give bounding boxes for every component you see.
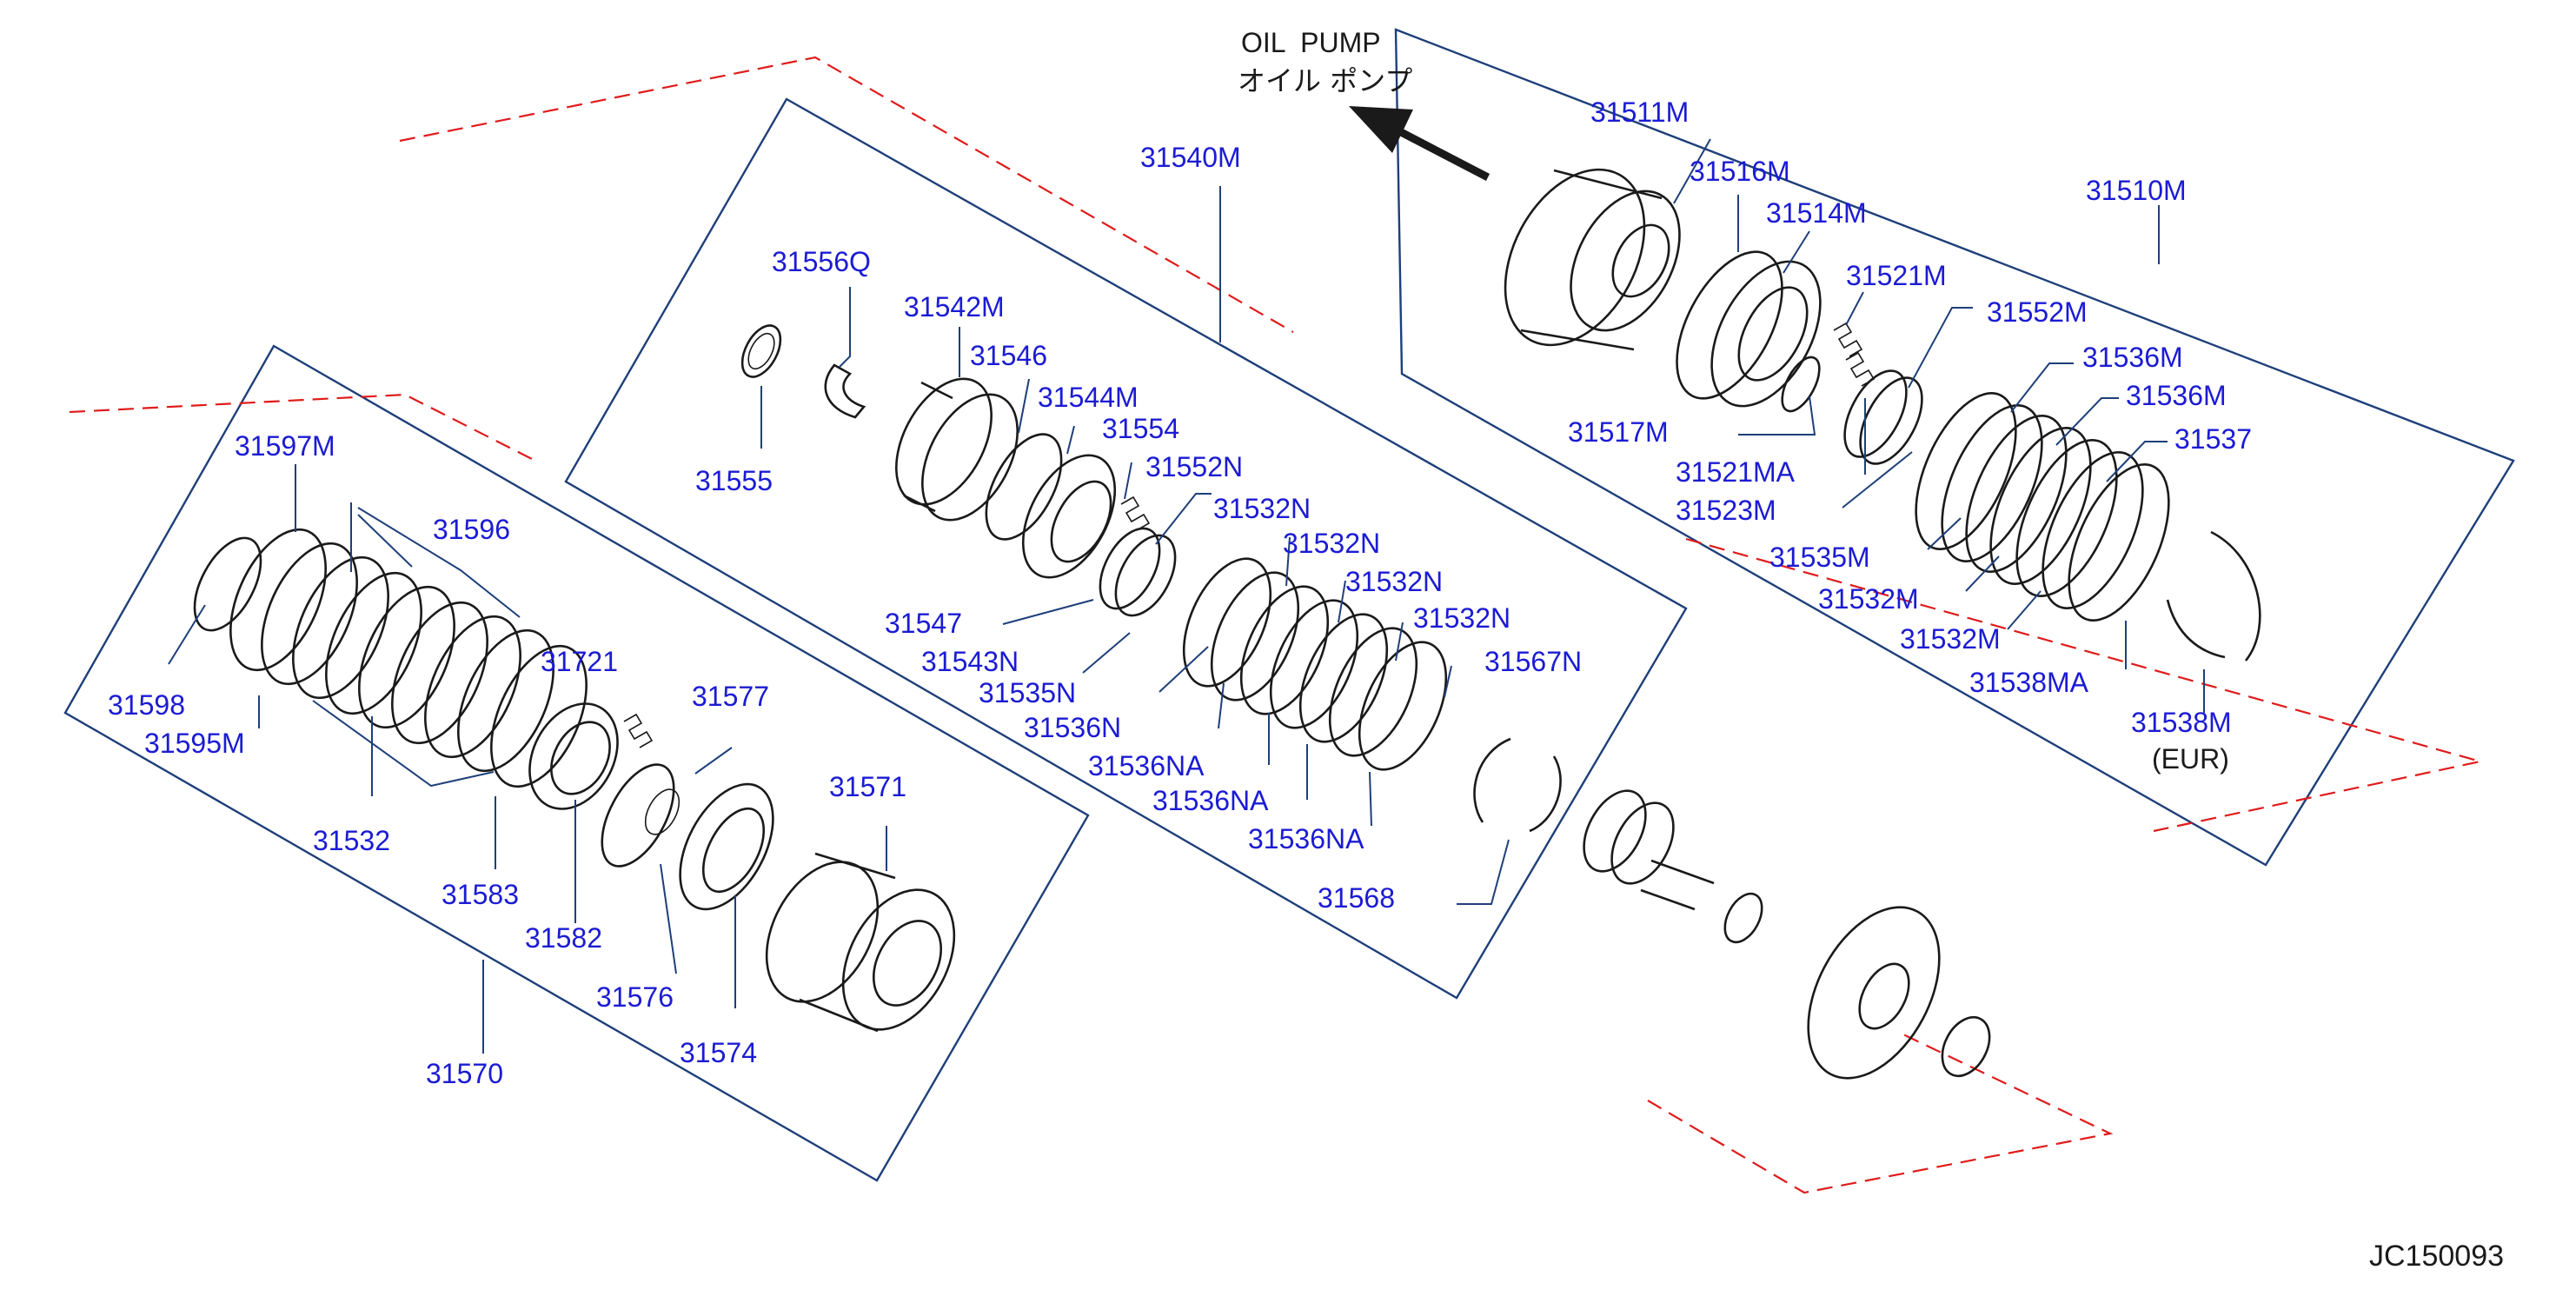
part-label-31555[interactable]: 31555 <box>695 465 773 496</box>
dashed-plane-right <box>1685 537 2481 833</box>
part-label-31532[interactable]: 31532 <box>313 825 390 856</box>
part-label-31523M[interactable]: 31523M <box>1676 495 1776 526</box>
part-label-31547[interactable]: 31547 <box>885 608 962 639</box>
part-label-31536N[interactable]: 31536N <box>1024 712 1121 743</box>
part-label-31536M-upper[interactable]: 31536M <box>2082 342 2183 373</box>
dashed-plane-left <box>69 393 536 462</box>
part-label-31532N-1[interactable]: 31532N <box>1213 493 1311 524</box>
drum-31511M-part-icon <box>1504 168 1681 351</box>
part-label-31536NA-1[interactable]: 31536NA <box>1088 750 1205 781</box>
part-label-31597M[interactable]: 31597M <box>235 430 335 462</box>
part-label-31536NA-2[interactable]: 31536NA <box>1152 785 1269 816</box>
snap-ring-31516M-part-icon <box>1676 250 1783 400</box>
part-label-31598[interactable]: 31598 <box>108 689 185 721</box>
part-label-31583[interactable]: 31583 <box>442 879 519 910</box>
washer-31556Q-part-icon <box>824 363 866 419</box>
washer-lower-part-icon <box>1723 892 1763 944</box>
snap-ring-31567N-part-icon <box>1473 737 1562 833</box>
part-label-31517M[interactable]: 31517M <box>1568 416 1669 448</box>
part-label-31570[interactable]: 31570 <box>426 1058 503 1089</box>
part-label-31552M[interactable]: 31552M <box>1987 296 2088 328</box>
part-label-31521MA[interactable]: 31521MA <box>1676 456 1796 488</box>
part-label-31554[interactable]: 31554 <box>1102 413 1179 444</box>
seal-31576-part-icon <box>601 763 681 868</box>
part-label-31532N-3[interactable]: 31532N <box>1345 566 1443 597</box>
snap-ring-31598-part-icon <box>193 536 262 632</box>
ring-31552M-part-icon <box>1843 369 1923 465</box>
carrier-lower-part-icon <box>1807 906 1941 1080</box>
part-label-31514M[interactable]: 31514M <box>1766 197 1867 229</box>
drum-31571-part-icon <box>765 852 956 1033</box>
part-label-31544M[interactable]: 31544M <box>1038 382 1139 413</box>
part-label-31543N[interactable]: 31543N <box>921 646 1019 677</box>
part-label-31532N-2[interactable]: 31532N <box>1283 528 1380 559</box>
dashed-plane-lower <box>1647 1034 2114 1194</box>
clutch-pack-31597M-part-icon <box>229 528 588 788</box>
part-label-31552N[interactable]: 31552N <box>1145 451 1243 482</box>
part-label-31556Q[interactable]: 31556Q <box>772 246 871 277</box>
gear-shaft-part-icon <box>1583 789 1715 911</box>
part-label-31535M[interactable]: 31535M <box>1769 542 1870 573</box>
oil-pump-title-en: OIL PUMP <box>1241 27 1381 58</box>
part-label-31536NA-3[interactable]: 31536NA <box>1248 823 1364 854</box>
hub-31542M-part-icon <box>895 377 1019 522</box>
part-label-31538MA[interactable]: 31538MA <box>1969 667 2089 698</box>
part-label-31538M[interactable]: 31538M <box>2131 707 2232 738</box>
snap-ring-31546-part-icon <box>985 433 1063 541</box>
part-label-31510M[interactable]: 31510M <box>2086 175 2187 206</box>
region-note-eur: (EUR) <box>2152 743 2229 775</box>
frame-31510M-assembly <box>1394 28 2515 867</box>
piston-31514M-part-icon <box>1710 260 1822 408</box>
part-label-31567N[interactable]: 31567N <box>1484 646 1582 677</box>
leader-lines <box>168 138 2205 1054</box>
part-label-31546[interactable]: 31546 <box>970 340 1047 371</box>
part-label-31596[interactable]: 31596 <box>433 514 510 545</box>
part-label-31542M[interactable]: 31542M <box>904 291 1005 322</box>
piston-31544M-part-icon <box>1021 454 1117 579</box>
part-label-31574[interactable]: 31574 <box>680 1037 757 1068</box>
part-label-31568[interactable]: 31568 <box>1318 882 1395 914</box>
spring-31554-part-icon <box>1120 495 1151 531</box>
part-label-31537[interactable]: 31537 <box>2174 423 2252 455</box>
part-label-31577[interactable]: 31577 <box>692 681 769 712</box>
frame-31570-assembly <box>63 344 1090 1182</box>
part-label-31532M[interactable]: 31532M <box>1818 583 1919 615</box>
part-label-31582[interactable]: 31582 <box>525 922 602 954</box>
snap-ring-31538M-part-icon <box>2166 530 2261 662</box>
part-label-31576[interactable]: 31576 <box>596 981 674 1013</box>
frame-31540M-assembly <box>564 97 1688 1000</box>
clutch-pack-31532N-part-icon <box>1182 557 1448 771</box>
ring-31552N-part-icon <box>1099 527 1177 617</box>
part-label-31571[interactable]: 31571 <box>829 771 906 802</box>
seal-31517M-part-icon <box>1781 356 1821 413</box>
piston-31574-part-icon <box>679 782 774 911</box>
ring-31582-part-icon <box>528 702 619 810</box>
part-label-31532M-partial[interactable]: 31532M <box>1900 623 2001 655</box>
part-label-31595M[interactable]: 31595M <box>144 728 245 759</box>
part-label-31516M[interactable]: 31516M <box>1690 156 1790 187</box>
part-label-31536M-lower[interactable]: 31536M <box>2126 380 2227 411</box>
part-label-31511M[interactable]: 31511M <box>1590 96 1689 128</box>
part-label-31532N-4[interactable]: 31532N <box>1413 602 1510 634</box>
part-label-31721[interactable]: 31721 <box>541 646 618 677</box>
spring-31721-part-icon <box>623 713 654 748</box>
part-label-31540M[interactable]: 31540M <box>1140 142 1241 173</box>
dashed-plane-upper <box>399 56 1294 333</box>
spring-31521M-part-icon <box>1833 322 1863 357</box>
clutch-pack-31536M-part-icon <box>1915 392 2170 622</box>
oil-pump-title-jp: オイル ポンプ <box>1238 64 1412 97</box>
diagram-code: JC150093 <box>2369 1240 2504 1273</box>
washer-lower-right-part-icon <box>1941 1015 1991 1078</box>
part-label-31521M[interactable]: 31521M <box>1846 260 1947 291</box>
part-label-31535N[interactable]: 31535N <box>979 677 1076 708</box>
washer-31555-part-icon <box>740 324 782 378</box>
direction-arrow-icon <box>1349 106 1490 181</box>
